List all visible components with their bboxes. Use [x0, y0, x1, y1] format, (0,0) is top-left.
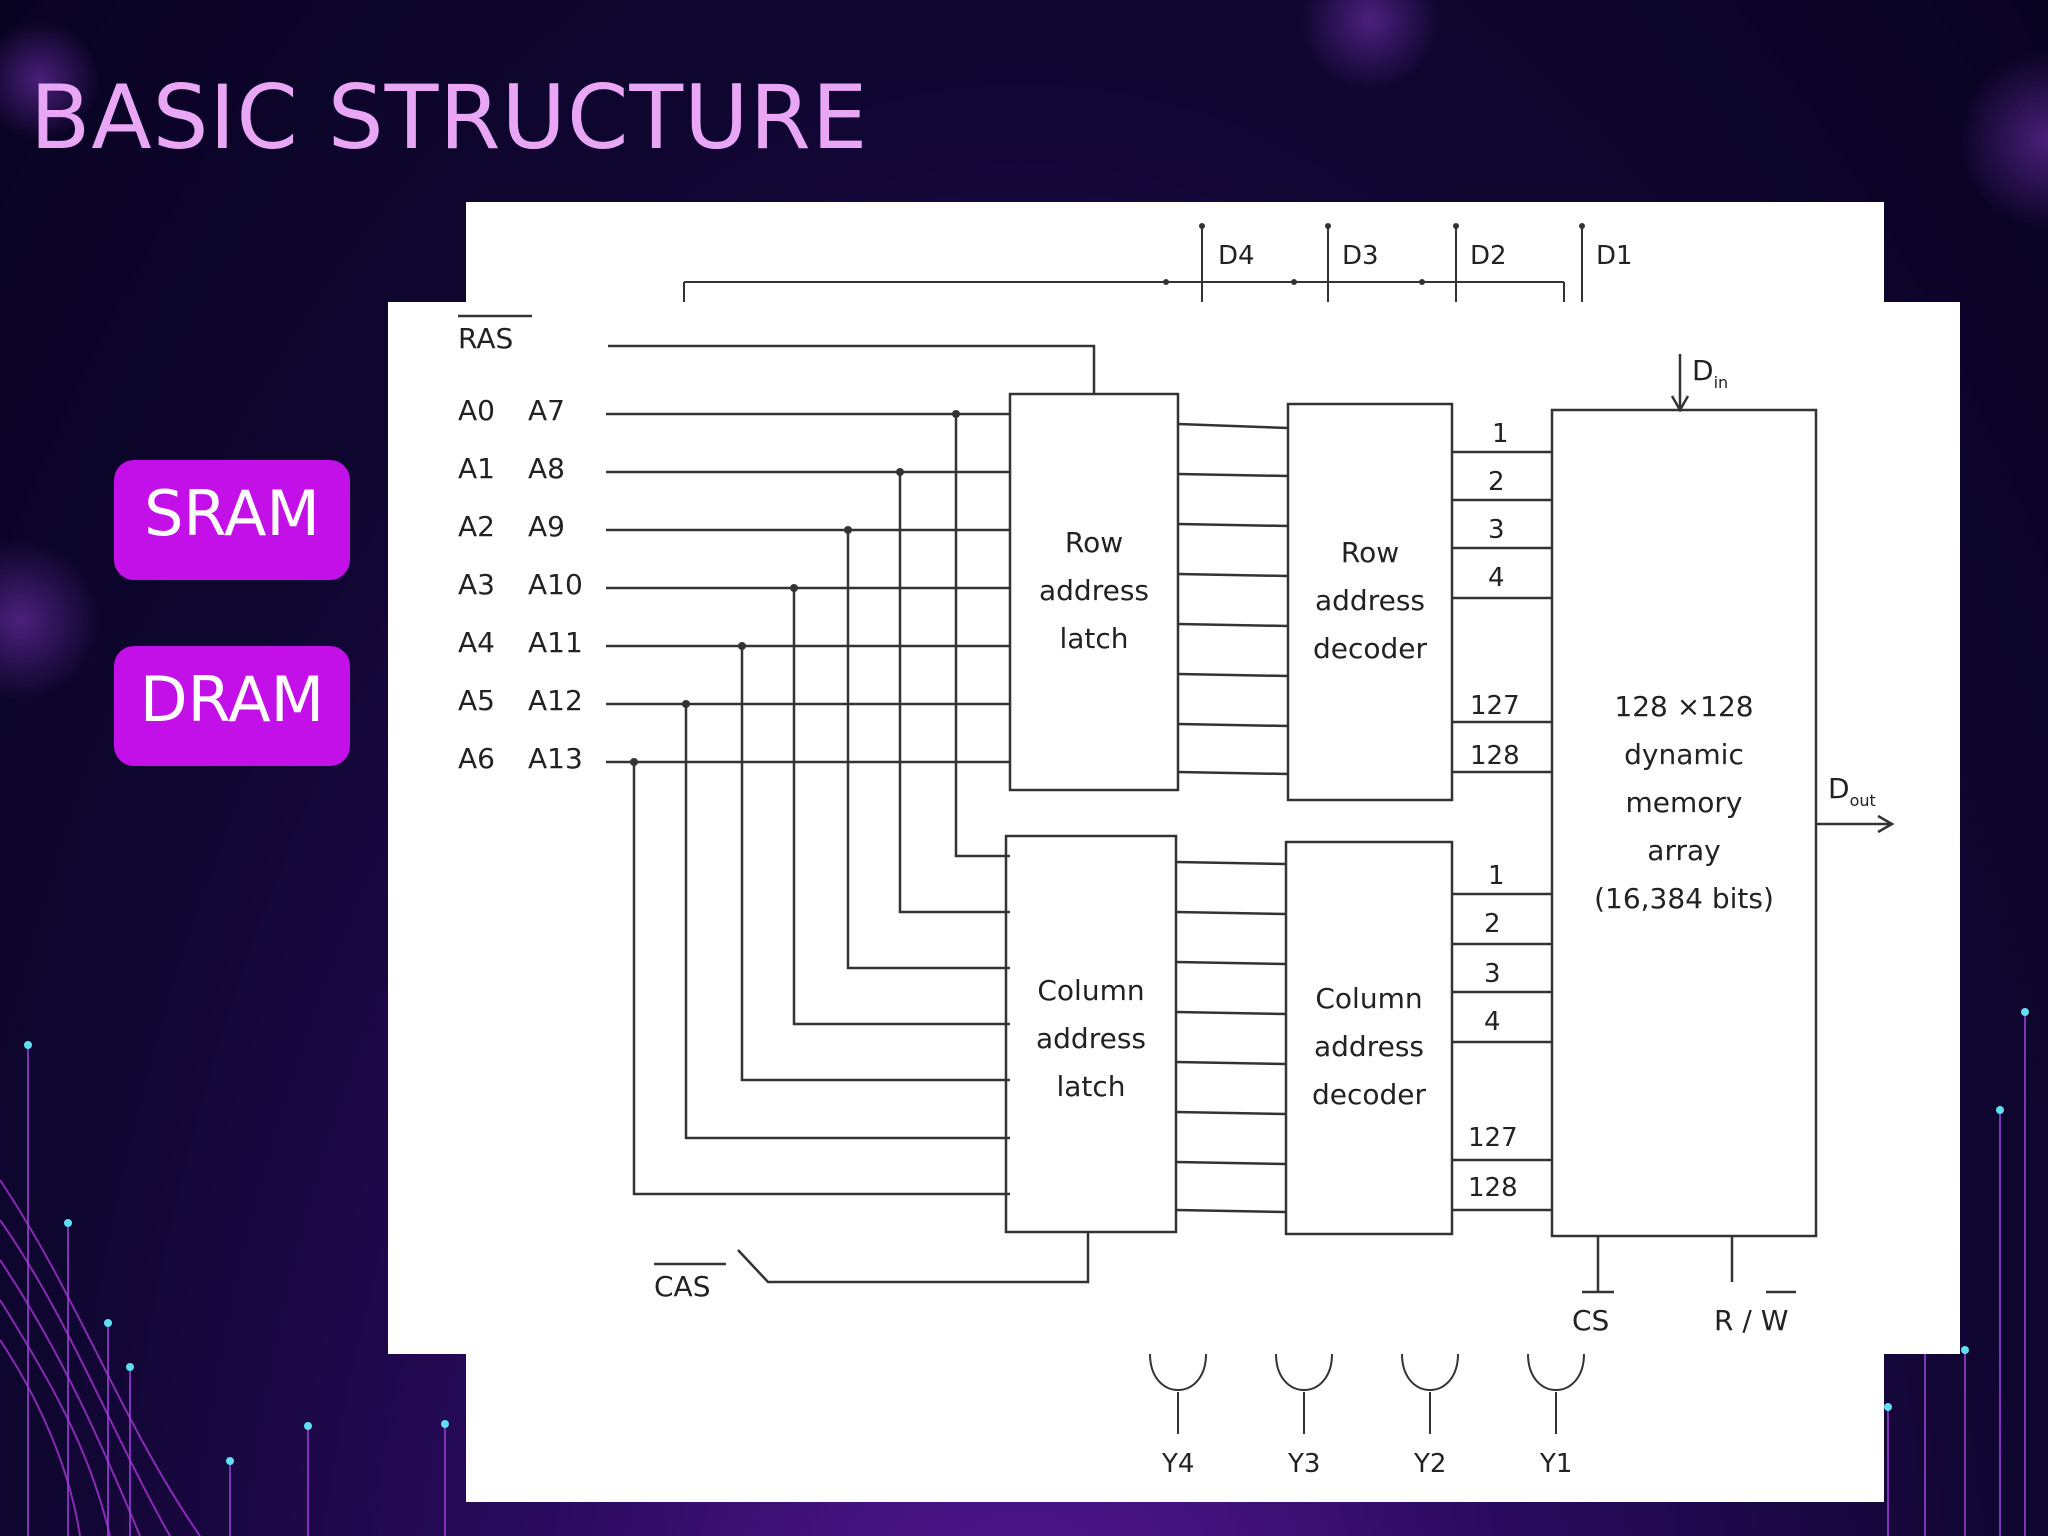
pin-a13: A13 — [528, 742, 583, 775]
array-line3: memory — [1626, 786, 1743, 819]
output-label-d2: D2 — [1470, 241, 1507, 271]
column-line-128: 128 — [1468, 1173, 1518, 1203]
sram-button[interactable]: SRAM — [114, 460, 350, 580]
sram-diagram: D4 D3 D2 D1 Y4 Y3 Y2 Y1 — [683, 223, 1633, 1479]
pin-a9: A9 — [528, 510, 565, 543]
output-label-d1: D1 — [1596, 241, 1633, 271]
dram-block-diagram: RAS A0 A7 A1 A8 A2 A9 A3 A10 A4 A11 A5 A… — [458, 314, 1895, 1337]
column-line-1: 1 — [1488, 861, 1505, 891]
output-label-y1: Y1 — [1539, 1449, 1572, 1479]
column-line-4: 4 — [1484, 1007, 1501, 1037]
column-latch-line1: Column — [1037, 974, 1144, 1007]
row-latch-line2: address — [1039, 574, 1149, 607]
din-label: Din — [1692, 354, 1728, 392]
row-line-127: 127 — [1470, 691, 1520, 721]
row-decoder-line3: decoder — [1313, 632, 1428, 665]
row-line-2: 2 — [1488, 467, 1505, 497]
row-latch-line1: Row — [1065, 526, 1123, 559]
ras-label: RAS — [458, 322, 513, 355]
pin-a5: A5 — [458, 684, 495, 717]
pin-a1: A1 — [458, 452, 495, 485]
dram-button[interactable]: DRAM — [114, 646, 350, 766]
dram-diagram-panel: RAS A0 A7 A1 A8 A2 A9 A3 A10 A4 A11 A5 A… — [388, 302, 1960, 1354]
column-decoder-line3: decoder — [1312, 1078, 1427, 1111]
output-label-y4: Y4 — [1161, 1449, 1194, 1479]
column-decoder-line2: address — [1314, 1030, 1424, 1063]
dout-label: Dout — [1828, 772, 1876, 810]
pin-a6: A6 — [458, 742, 495, 775]
row-decoder-line1: Row — [1341, 536, 1399, 569]
array-line1: 128 ×128 — [1614, 690, 1753, 723]
row-line-1: 1 — [1492, 419, 1509, 449]
array-line5: (16,384 bits) — [1594, 882, 1774, 915]
column-latch-line3: latch — [1056, 1070, 1125, 1103]
pin-a12: A12 — [528, 684, 583, 717]
row-line-3: 3 — [1488, 515, 1505, 545]
pin-a2: A2 — [458, 510, 495, 543]
output-label-d4: D4 — [1218, 241, 1255, 271]
rw-label: R / W — [1714, 1304, 1788, 1337]
pin-a0: A0 — [458, 394, 495, 427]
array-line2: dynamic — [1624, 738, 1744, 771]
row-line-128: 128 — [1470, 741, 1520, 771]
column-line-2: 2 — [1484, 909, 1501, 939]
row-line-4: 4 — [1488, 563, 1505, 593]
array-line4: array — [1647, 834, 1720, 867]
output-label-y3: Y3 — [1287, 1449, 1320, 1479]
cas-label: CAS — [654, 1270, 710, 1303]
pin-a3: A3 — [458, 568, 495, 601]
pin-a10: A10 — [528, 568, 583, 601]
column-decoder-line1: Column — [1315, 982, 1422, 1015]
page-title: BASIC STRUCTURE — [30, 66, 869, 169]
output-label-d3: D3 — [1342, 241, 1379, 271]
pin-a7: A7 — [528, 394, 565, 427]
output-label-y2: Y2 — [1413, 1449, 1446, 1479]
column-line-3: 3 — [1484, 959, 1501, 989]
column-line-127: 127 — [1468, 1123, 1518, 1153]
row-latch-line3: latch — [1059, 622, 1128, 655]
row-decoder-line2: address — [1315, 584, 1425, 617]
column-latch-line2: address — [1036, 1022, 1146, 1055]
cs-label: CS — [1572, 1304, 1609, 1337]
pin-a8: A8 — [528, 452, 565, 485]
pin-a4: A4 — [458, 626, 495, 659]
pin-a11: A11 — [528, 626, 583, 659]
